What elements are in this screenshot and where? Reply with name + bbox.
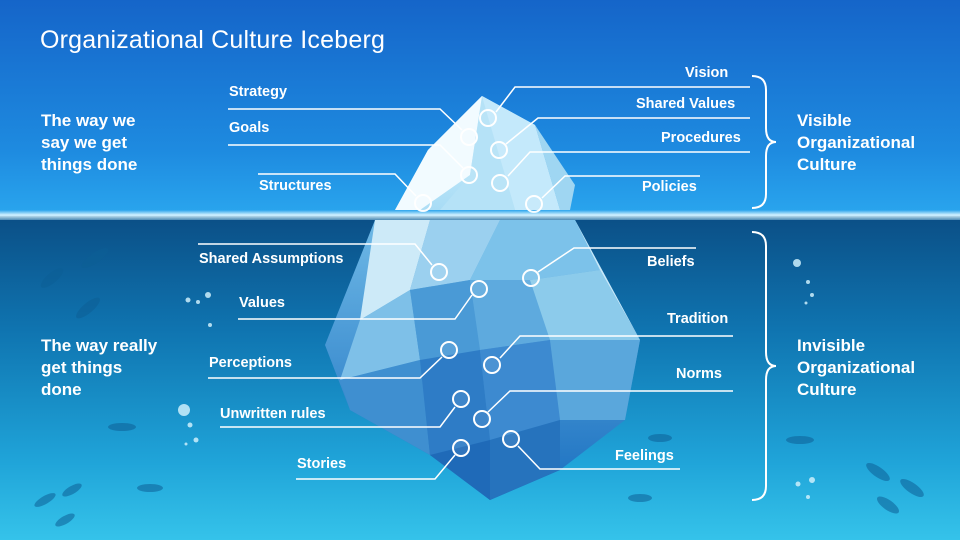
- caption-line: Organizational: [797, 358, 916, 377]
- fish-silhouettes: [34, 247, 924, 527]
- iceberg-top: [395, 96, 575, 210]
- label-shared-values: Shared Values: [636, 96, 736, 112]
- label-procedures: Procedures: [661, 130, 741, 146]
- caption-line: Invisible: [797, 336, 866, 355]
- label-feelings: Feelings: [615, 448, 674, 464]
- label-shared-assumptions: Shared Assumptions: [199, 251, 344, 267]
- label-stories: Stories: [297, 456, 347, 472]
- label-tradition: Tradition: [667, 311, 729, 327]
- slide-title: Organizational Culture Iceberg: [40, 26, 386, 54]
- caption-line: say we get: [41, 133, 127, 152]
- waterline: [0, 210, 960, 220]
- label-perceptions: Perceptions: [209, 355, 292, 371]
- label-values: Values: [239, 295, 285, 311]
- caption-line: Visible: [797, 111, 852, 130]
- label-strategy: Strategy: [229, 84, 288, 100]
- iceberg-bottom: [325, 220, 640, 500]
- label-unwritten-rules: Unwritten rules: [220, 406, 326, 422]
- invisible-brace: [751, 231, 777, 501]
- right-top-caption: Visible Organizational Culture: [797, 110, 915, 176]
- caption-line: get things: [41, 358, 123, 377]
- left-top-caption: The way we say we get things done: [41, 110, 137, 176]
- caption-line: things done: [41, 155, 138, 174]
- label-structures: Structures: [259, 178, 332, 194]
- caption-line: Culture: [797, 155, 857, 174]
- caption-line: done: [41, 380, 82, 399]
- caption-line: Organizational: [797, 133, 916, 152]
- caption-line: The way we: [41, 111, 136, 130]
- node-circles: [414, 109, 543, 457]
- leader-lines: [198, 86, 750, 480]
- braces: [751, 75, 777, 501]
- left-bottom-caption: The way really get things done: [41, 335, 157, 401]
- caption-line: Culture: [797, 380, 857, 399]
- bubbles: [178, 259, 815, 499]
- right-bottom-caption: Invisible Organizational Culture: [797, 335, 915, 401]
- label-goals: Goals: [229, 120, 270, 136]
- visible-brace: [751, 75, 777, 209]
- label-norms: Norms: [676, 366, 722, 382]
- label-vision: Vision: [685, 65, 729, 81]
- label-beliefs: Beliefs: [647, 254, 695, 270]
- caption-line: The way really: [41, 336, 158, 355]
- label-policies: Policies: [642, 179, 697, 195]
